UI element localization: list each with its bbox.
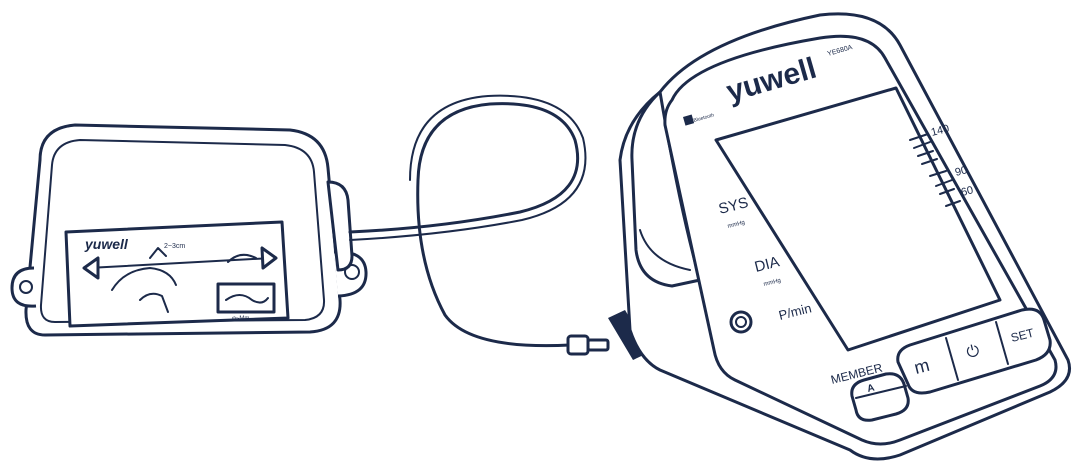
member-button-divider bbox=[855, 385, 907, 399]
cuff-inner-outline bbox=[39, 139, 326, 323]
label-sys: SYS bbox=[717, 194, 750, 218]
cuff-inset-box bbox=[216, 282, 276, 314]
bp-monitor: yuwell YE680A Bluetooth SYS mmHg DIA mmH… bbox=[618, 12, 1071, 461]
cuff-brand-text: yuwell bbox=[84, 236, 129, 252]
button-divider-2 bbox=[995, 321, 1009, 365]
control-button-bar bbox=[896, 307, 1052, 395]
cuff: yuwell 2~3cm φ~Mm bbox=[10, 123, 368, 337]
air-tube-inner bbox=[349, 94, 587, 241]
memory-button-label: m bbox=[912, 355, 931, 378]
cuff-right-hole bbox=[344, 264, 360, 280]
button-divider-1 bbox=[945, 337, 959, 381]
bluetooth-icon bbox=[683, 114, 695, 126]
monitor-side-groove bbox=[639, 229, 691, 271]
cuff-left-arrow bbox=[82, 256, 100, 280]
label-dia-unit: mmHg bbox=[763, 278, 782, 288]
member-button[interactable] bbox=[850, 372, 910, 422]
scale-60: 60 bbox=[960, 184, 975, 199]
cuff-left-hole bbox=[19, 280, 33, 294]
lcd-screen bbox=[714, 86, 1002, 352]
power-button[interactable]: ⏻ bbox=[965, 342, 982, 362]
set-button[interactable]: SET bbox=[1009, 326, 1036, 345]
cuff-socket[interactable] bbox=[729, 310, 753, 334]
tube-connector bbox=[566, 334, 590, 356]
cuff-left-loop bbox=[10, 266, 37, 308]
cuff-inset-sketch bbox=[225, 294, 269, 304]
air-tube bbox=[348, 102, 580, 348]
cuff-side-panel bbox=[326, 180, 354, 272]
scale-140: 140 bbox=[930, 123, 951, 139]
member-key-label: A bbox=[866, 382, 876, 394]
power-icon: ⏻ bbox=[965, 342, 982, 362]
set-button-label: SET bbox=[1009, 326, 1036, 345]
scale-90: 90 bbox=[954, 164, 969, 179]
label-dia: DIA bbox=[753, 253, 781, 276]
pressure-scale: 140 90 60 bbox=[909, 123, 975, 207]
cuff-fit-note: 2~3cm bbox=[164, 243, 185, 250]
cuff-stretch-line bbox=[87, 257, 273, 269]
tube-connector-tip bbox=[586, 338, 610, 352]
cuff-right-arrow bbox=[260, 246, 278, 270]
cuff-hand-sketch bbox=[111, 247, 257, 313]
cuff-tube-note: φ~Mm bbox=[232, 316, 249, 322]
label-sys-unit: mmHg bbox=[727, 220, 746, 230]
bluetooth-badge: Bluetooth bbox=[693, 112, 715, 124]
cuff-socket-inner bbox=[735, 316, 747, 328]
scale-ticks bbox=[909, 133, 961, 207]
memory-button[interactable]: m bbox=[912, 355, 931, 378]
